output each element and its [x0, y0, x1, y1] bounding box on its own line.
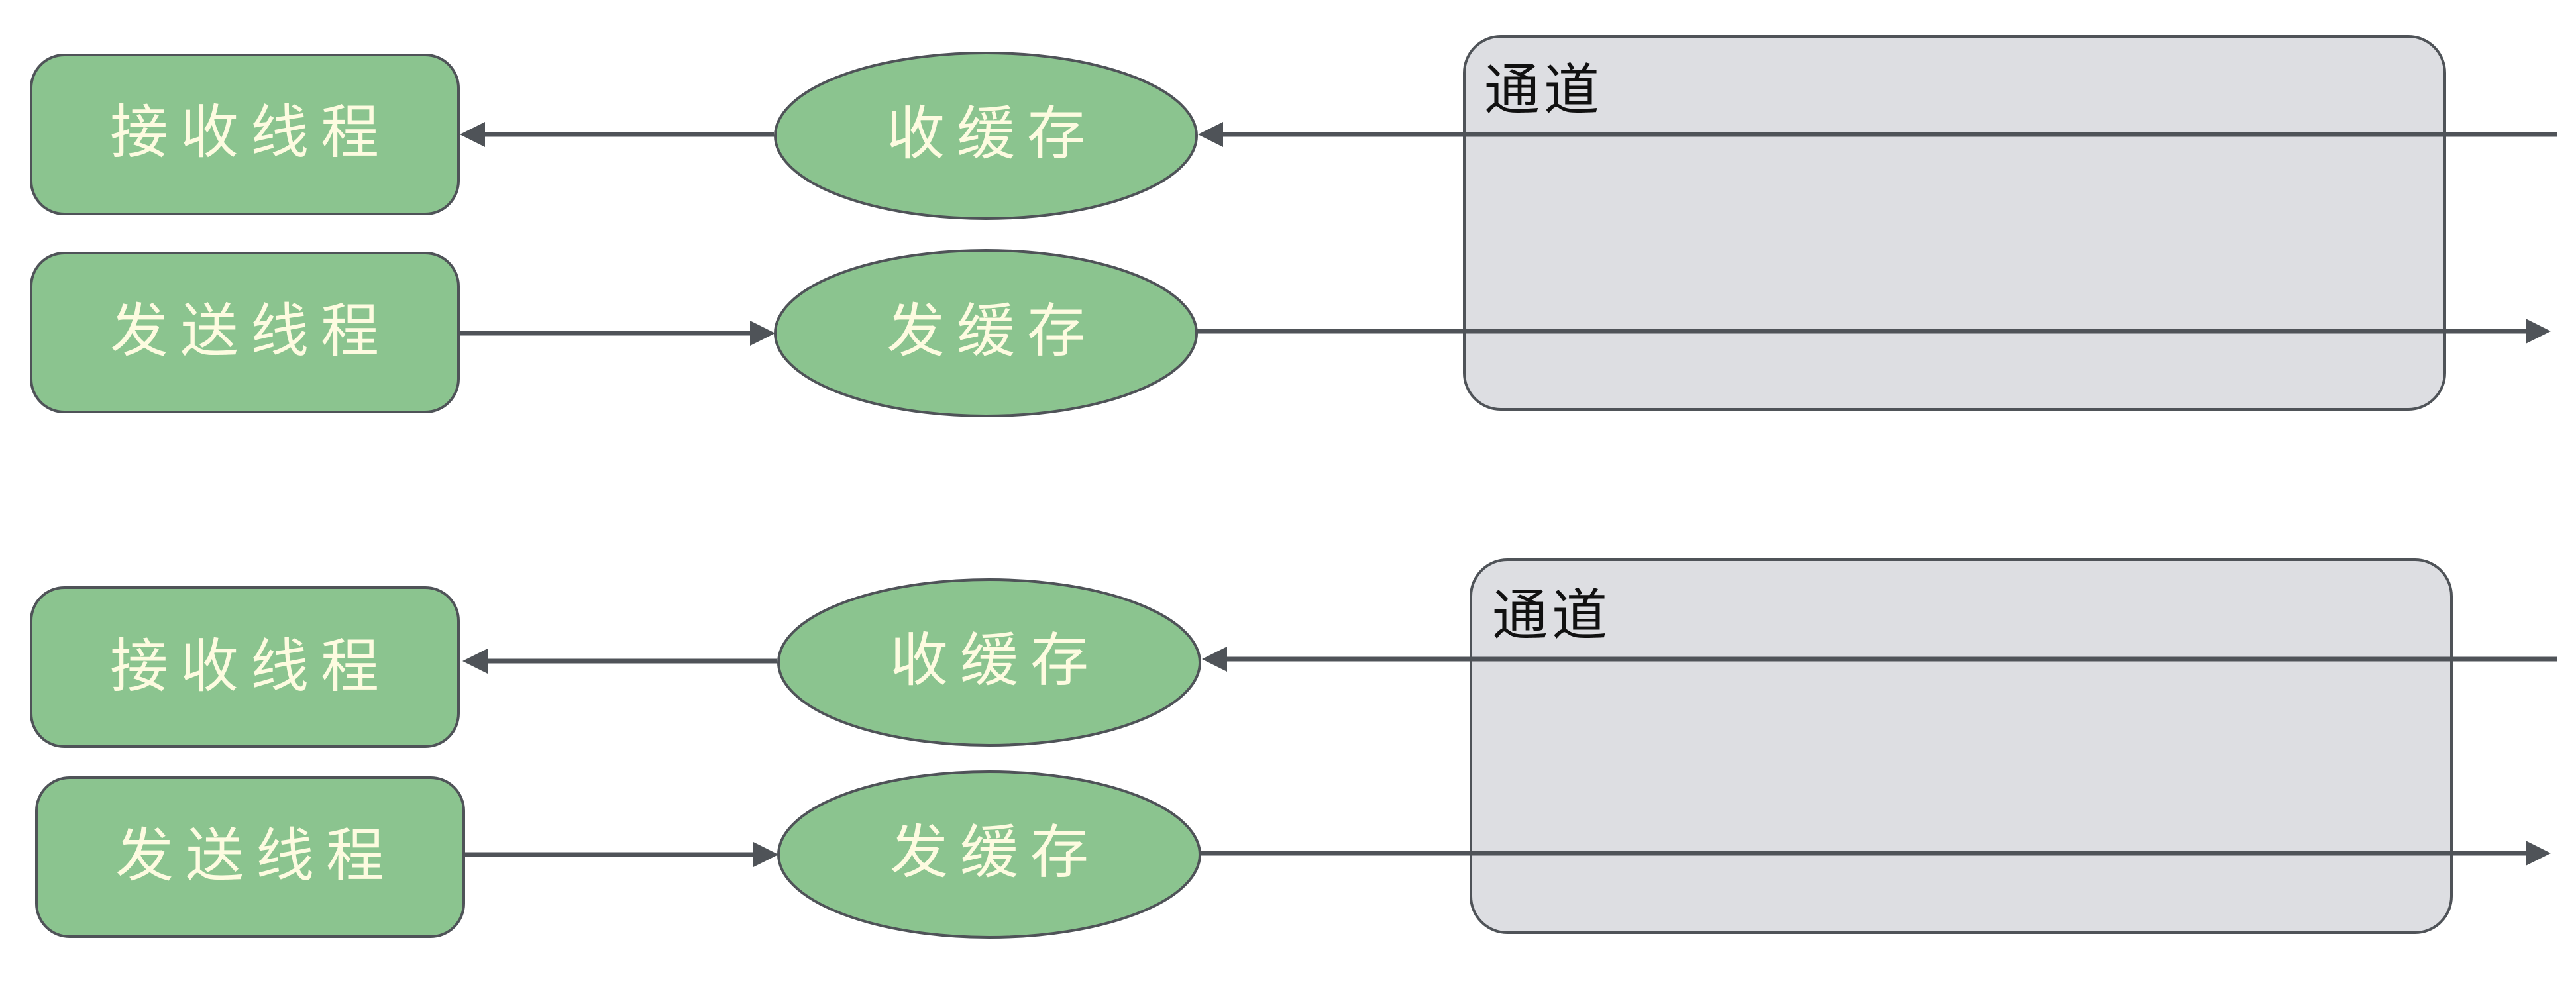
- group-2: 通道 接收线程 发送线程 收缓存 发缓存: [30, 558, 2557, 939]
- group-1: 通道 接收线程 发送线程 收缓存 发缓存: [30, 35, 2557, 417]
- channel-box: [1463, 35, 2446, 411]
- arrowhead-right-icon: [2526, 841, 2551, 866]
- arrowhead-left-icon: [460, 122, 485, 147]
- arrowhead-left-icon: [462, 649, 488, 674]
- arrowhead-left-icon: [1202, 647, 1227, 672]
- send-thread-box: [35, 776, 465, 938]
- arrowhead-right-icon: [2526, 319, 2551, 344]
- channel-label: 通道: [1484, 58, 1603, 123]
- send-buffer-label: 发缓存: [886, 297, 1097, 365]
- receive-buffer-ellipse: [774, 52, 1198, 220]
- receive-buffer-label: 收缓存: [890, 626, 1100, 694]
- arrowhead-right-icon: [753, 842, 778, 867]
- send-buffer-ellipse: [774, 249, 1198, 417]
- arrowhead-left-icon: [1198, 122, 1223, 147]
- send-buffer-label: 发缓存: [890, 818, 1100, 886]
- send-thread-label: 发送线程: [110, 297, 391, 365]
- channel-label: 通道: [1492, 583, 1611, 648]
- receive-thread-label: 接收线程: [110, 98, 391, 166]
- receive-buffer-label: 收缓存: [886, 99, 1097, 168]
- arrowhead-right-icon: [750, 321, 775, 346]
- send-thread-label: 发送线程: [115, 821, 396, 890]
- send-buffer-ellipse: [777, 770, 1201, 939]
- channel-box: [1470, 558, 2453, 934]
- receive-thread-box: [30, 586, 460, 748]
- receive-buffer-ellipse: [777, 578, 1201, 747]
- send-thread-box: [30, 252, 460, 413]
- receive-thread-label: 接收线程: [110, 632, 391, 700]
- receive-thread-box: [30, 54, 460, 215]
